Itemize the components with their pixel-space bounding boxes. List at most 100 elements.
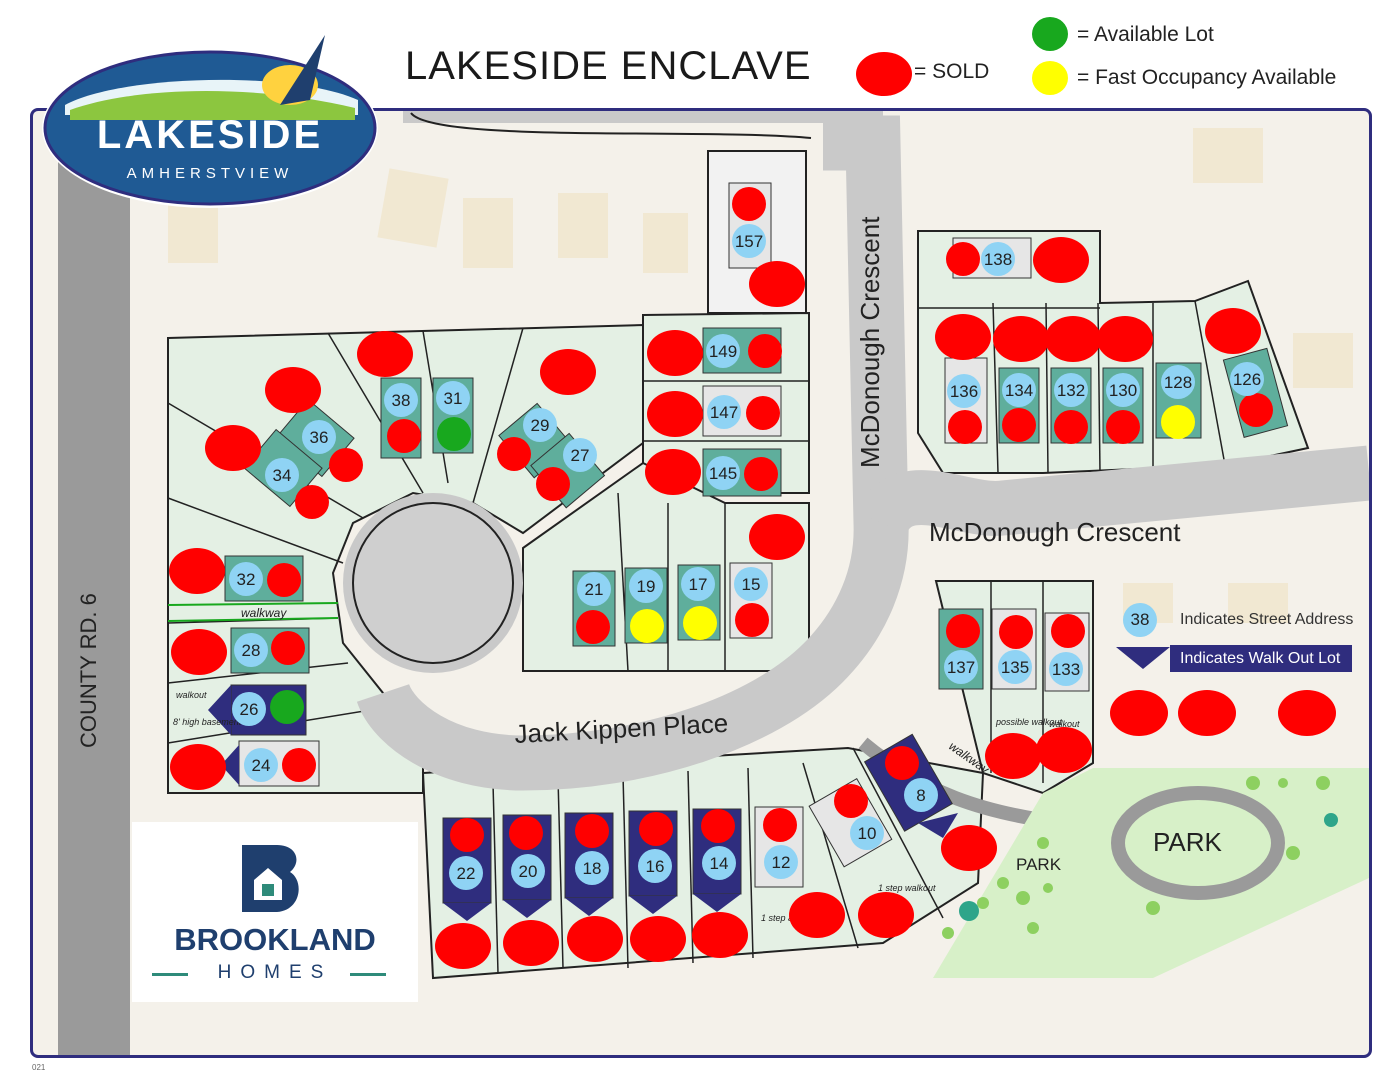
lot-number: 145 <box>709 464 737 483</box>
lot-34[interactable]: 34 <box>205 425 329 519</box>
extra-sold-dots <box>1110 690 1336 736</box>
sold-dot <box>993 316 1049 362</box>
lot-19[interactable]: 19 <box>629 569 664 643</box>
lot-157[interactable]: 157 <box>732 187 805 307</box>
lakeside-logo-sub: AMHERSTVIEW <box>127 165 294 182</box>
lot-number: 14 <box>710 854 729 873</box>
lot-number: 130 <box>1109 381 1137 400</box>
one-step-note: 1 step walkout <box>878 883 936 893</box>
address-badge <box>302 420 336 454</box>
lot-status-dot <box>1054 410 1088 444</box>
lot-number: 29 <box>531 416 550 435</box>
lot-138[interactable]: 138 <box>946 237 1089 283</box>
lot-26[interactable]: 26 <box>232 690 304 726</box>
walkout-note: walkout <box>176 690 207 700</box>
lot-149[interactable]: 149 <box>647 330 782 376</box>
lot-15[interactable]: 15 <box>734 514 805 637</box>
lot-20[interactable]: 20 <box>503 816 559 966</box>
brookland-name: BROOKLAND <box>174 922 376 957</box>
map-title: LAKESIDE ENCLAVE <box>405 44 812 88</box>
lot-number: 134 <box>1005 381 1033 400</box>
lot-36[interactable]: 36 <box>265 367 363 482</box>
brookland-icon <box>242 845 299 912</box>
park-small-label: PARK <box>1016 855 1062 874</box>
lot-132[interactable]: 132 <box>1045 316 1101 444</box>
lot-133[interactable]: 133 <box>1036 614 1092 773</box>
address-badge <box>511 854 545 888</box>
lot-31[interactable]: 31 <box>436 381 471 451</box>
lot-14[interactable]: 14 <box>692 809 748 958</box>
address-key-badge: 38 <box>1123 603 1157 637</box>
address-badge <box>947 374 981 408</box>
lot-number: 149 <box>709 342 737 361</box>
legend-available-dot <box>1032 17 1068 51</box>
lot-status-dot <box>509 816 543 850</box>
lot-136[interactable]: 136 <box>935 314 991 444</box>
lot-17[interactable]: 17 <box>681 567 717 640</box>
brookland-logo: BROOKLAND HOMES <box>132 822 418 1002</box>
lot-10[interactable]: 10 <box>834 784 914 938</box>
sold-dot <box>171 629 227 675</box>
lot-status-dot <box>1106 410 1140 444</box>
lot-status-dot <box>282 748 316 782</box>
lot-8[interactable]: 8 <box>885 746 997 871</box>
lot-status-dot <box>270 690 304 724</box>
lot-145[interactable]: 145 <box>645 449 778 495</box>
lot-147[interactable]: 147 <box>647 391 780 437</box>
sold-dot <box>647 330 703 376</box>
lot-21[interactable]: 21 <box>576 572 611 644</box>
lot-status-dot <box>1161 405 1195 439</box>
sold-dot <box>435 923 491 969</box>
sold-dot <box>935 314 991 360</box>
lot-22[interactable]: 22 <box>435 818 491 969</box>
lot-137[interactable]: 137 <box>944 614 980 684</box>
address-badge <box>1161 365 1195 399</box>
lot-135[interactable]: 135 <box>985 615 1041 779</box>
lot-12[interactable]: 12 <box>763 808 845 938</box>
lot-28[interactable]: 28 <box>171 629 305 675</box>
address-badge <box>629 569 663 603</box>
sold-dot <box>749 514 805 560</box>
lot-status-dot <box>295 485 329 519</box>
sold-dot <box>692 912 748 958</box>
lot-128[interactable]: 128 <box>1161 365 1195 439</box>
lot-126[interactable]: 126 <box>1205 308 1273 427</box>
lot-number: 28 <box>242 641 261 660</box>
lakeside-logo-name: LAKESIDE <box>97 113 323 157</box>
lot-27[interactable]: 27 <box>536 438 597 501</box>
sold-dot <box>1036 727 1092 773</box>
lot-130[interactable]: 130 <box>1097 316 1153 444</box>
lot-number: 24 <box>252 756 271 775</box>
lot-number: 38 <box>392 391 411 410</box>
lot-number: 136 <box>950 382 978 401</box>
lot-24[interactable]: 24 <box>170 744 316 790</box>
lot-status-dot <box>701 809 735 843</box>
legend-available-label: = Available Lot <box>1077 23 1214 46</box>
lot-29[interactable]: 29 <box>497 349 596 471</box>
address-badge <box>681 567 715 601</box>
sold-dot <box>205 425 261 471</box>
legend-fast-label: = Fast Occupancy Available <box>1077 66 1337 89</box>
lot-status-dot <box>1239 393 1273 427</box>
lot-18[interactable]: 18 <box>567 814 623 962</box>
lot-status-dot <box>948 410 982 444</box>
lot-number: 34 <box>273 466 292 485</box>
lot-status-dot <box>946 242 980 276</box>
lot-134[interactable]: 134 <box>993 316 1049 442</box>
sold-dot <box>265 367 321 413</box>
lot-16[interactable]: 16 <box>630 812 686 962</box>
lot-status-dot <box>748 334 782 368</box>
footer-code: 021 <box>32 1063 46 1072</box>
lot-status-dot <box>1051 614 1085 648</box>
lot-number: 137 <box>947 658 975 677</box>
sold-dot <box>1205 308 1261 354</box>
address-badge <box>265 458 299 492</box>
sold-dot <box>169 548 225 594</box>
lot-number: 157 <box>735 232 763 251</box>
park-area <box>933 768 1369 978</box>
address-badge <box>449 856 483 890</box>
lot-number: 20 <box>519 862 538 881</box>
mcdonough-vertical-label: McDonough Crescent <box>855 216 885 468</box>
lot-38[interactable]: 38 <box>357 331 421 453</box>
lot-32[interactable]: 32 <box>169 548 301 597</box>
